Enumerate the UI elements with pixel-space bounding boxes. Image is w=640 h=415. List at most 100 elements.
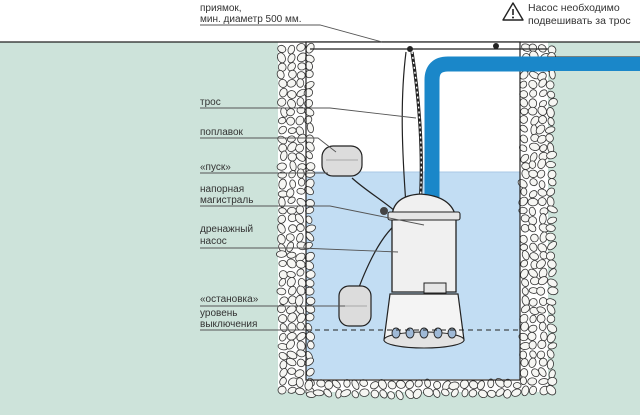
gravel-stone [280,150,288,162]
gravel-stone [520,153,530,163]
gravel-stone [547,278,558,288]
gravel-stone [547,169,557,179]
gravel-stone [539,213,547,225]
gravel-stone [304,81,315,90]
gravel-stone [295,377,304,388]
gravel-stone [295,205,305,215]
gravel-stone [520,268,529,279]
gravel-stone [520,224,530,233]
gravel-stone [278,351,288,361]
label-level-line1: уровень [200,308,238,319]
gravel-stone [519,90,529,99]
gravel-stone [521,385,530,397]
gravel-stone [304,169,316,178]
gravel-stone [520,107,529,116]
gravel-stone [547,259,557,269]
gravel-stone [298,177,306,187]
gravel-stone [520,187,528,196]
gravel-stone [519,124,528,133]
gravel-stone [296,223,305,232]
gravel-stone [288,170,297,179]
gravel-stone [277,214,286,224]
gravel-wall-right [517,43,559,397]
gravel-stone [277,44,287,53]
gravel-stone [287,62,296,72]
gravel-stone [277,234,286,245]
gravel-stone [396,380,406,389]
leader-pressure [200,205,425,226]
gravel-stone [518,332,529,342]
gravel-stone [297,62,307,71]
gravel-stone [537,158,547,169]
gravel-stone [545,133,554,143]
gravel-stone [545,232,556,242]
gravel-stone [295,252,306,262]
gravel-stone [537,276,548,286]
rope-clamp [407,46,413,52]
ground-bottom [278,392,548,415]
warning-note: Насос необходимо подвешивать за трос [502,2,631,27]
gravel-stone [547,216,558,225]
gravel-stone [279,332,287,342]
gravel-stone [536,259,546,269]
gravel-stone [528,357,537,368]
gravel-stone [546,150,557,160]
label-pressure-line1: напорная [200,184,244,195]
gravel-stone [295,143,304,153]
label-pressure-line2: магистраль [200,195,253,206]
gravel-stone [287,152,297,162]
gravel-stone [433,380,442,390]
leader-float [200,137,337,153]
gravel-stone [546,349,555,359]
warning-line2: подвешивать за трос [528,15,631,27]
gravel-stone [277,385,287,395]
gravel-stone [359,388,370,397]
gravel-stone [512,382,522,389]
gravel-stone [296,187,306,195]
gravel-stone [306,122,314,134]
gravel-stone [323,388,333,398]
label-rope: трос [200,97,221,108]
gravel-stone [528,43,538,52]
gravel-stone [478,389,488,399]
gravel-stone [296,268,305,277]
gravel-stone [519,134,528,144]
gravel-stone [511,388,522,397]
gravel-stone [528,98,538,109]
gravel-stone [277,223,286,234]
gravel-stone [529,314,537,324]
gravel-stone [424,378,431,388]
label-stop: «остановка» [200,294,259,305]
gravel-stone [528,206,536,217]
label-pump-line1: дренажный [200,224,253,235]
gravel-stone [520,321,529,332]
rope-twist [411,51,422,206]
gravel-stone [528,79,538,89]
gravel-stone [547,178,557,187]
gravel-stone [287,53,296,64]
gravel-stone [287,90,297,99]
gravel-stone [520,259,529,268]
gravel-stone [277,52,286,64]
gravel-stone [441,388,450,397]
gravel-stone [536,306,546,314]
gravel-stone [305,296,316,306]
gravel-stone [519,70,529,80]
gravel-stone [295,115,305,126]
gravel-stone [296,78,305,88]
gravel-stone [286,79,297,88]
pump-body [391,193,457,293]
gravel-stone [286,241,294,253]
gravel-stone [296,232,304,243]
pump-handle [380,207,388,215]
gravel-stone [536,314,546,324]
gravel-stone [412,388,422,399]
pipe-coupling [423,282,447,294]
gravel-stone [296,97,305,107]
gravel-stone [546,323,558,333]
gravel-stone [528,216,538,226]
gravel-stone [538,115,547,125]
gravel-stone [414,379,423,388]
gravel-stone [540,331,548,342]
gravel-stone [538,78,547,88]
